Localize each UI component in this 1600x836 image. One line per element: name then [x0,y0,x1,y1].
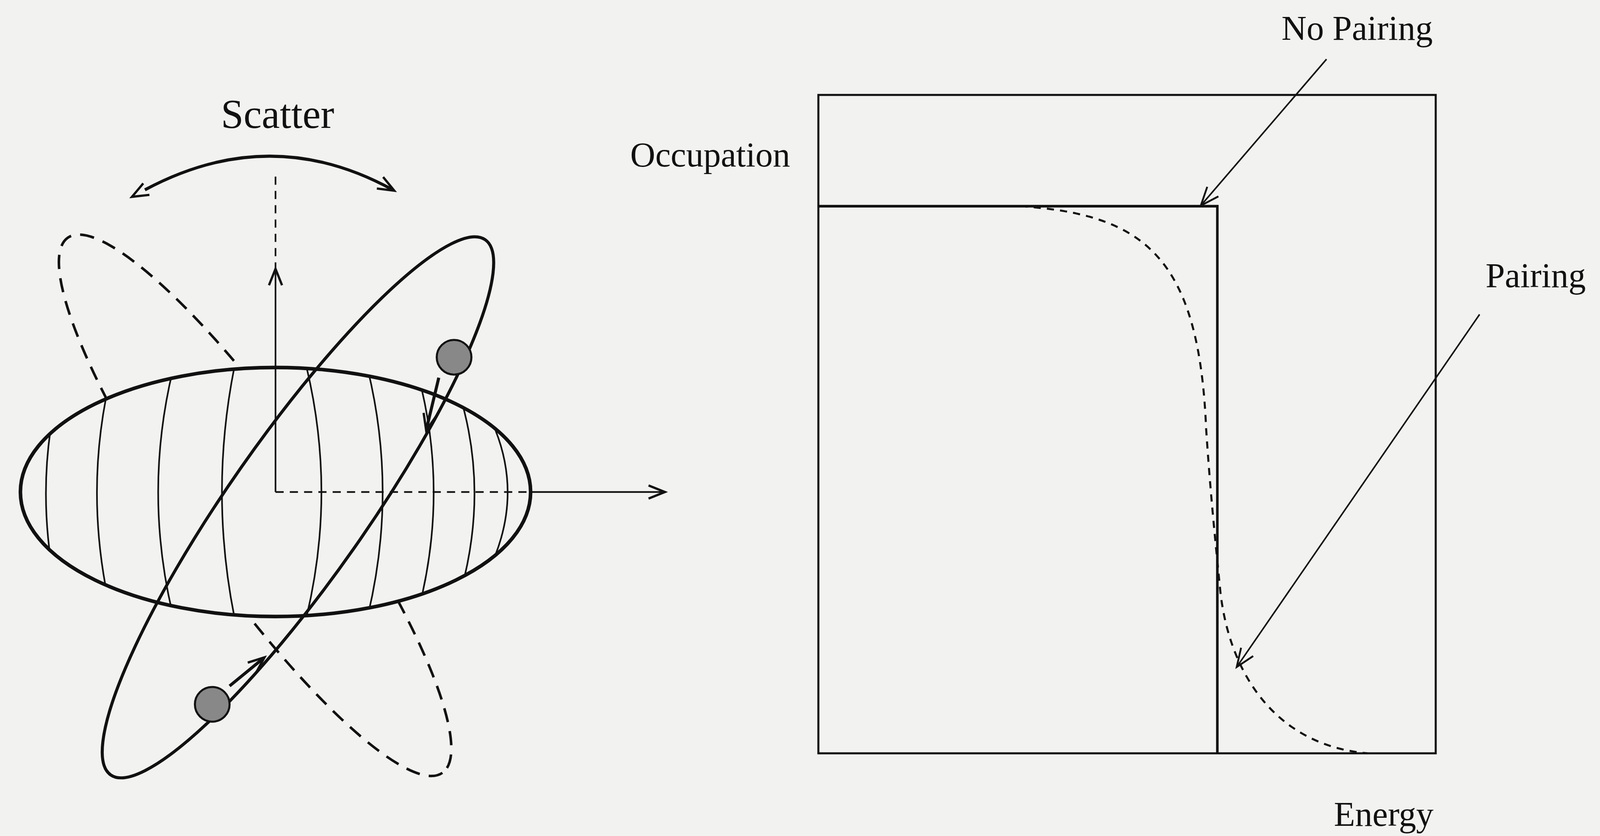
curve-label: No Pairing [1281,11,1433,47]
axis-label: Occupation [630,137,791,173]
axis-label: Energy [1333,796,1434,832]
scatter-label: Scatter [221,93,335,135]
curve-label: Pairing [1485,258,1587,293]
